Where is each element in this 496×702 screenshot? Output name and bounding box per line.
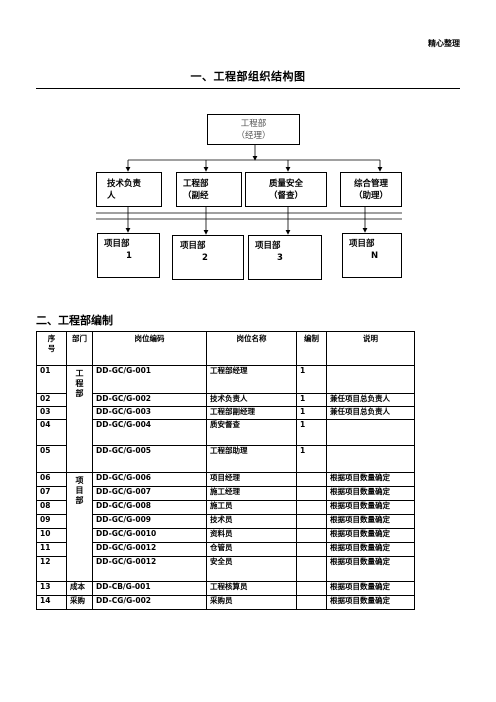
header-seq: 序号: [36, 331, 67, 366]
section-title-org-chart: 一、工程部组织结构图: [190, 70, 306, 83]
table-row: 01 工程部 DD-GC/G-001 工程部经理 1: [36, 365, 415, 473]
table-row: 06 项目部 DD-GC/G-006 项目经理 根据项目数量确定: [36, 472, 415, 582]
table-row: 03 DD-GC/G-003 工程部副经理 1 兼任项目总负责人: [36, 406, 415, 420]
org-box-project-3: 项目部 3: [248, 235, 322, 280]
org-box-project-1: 项目部 1: [97, 233, 160, 278]
section-title-staffing: 二、工程部编制: [36, 314, 113, 327]
org-chart-connectors: [96, 145, 402, 235]
dept-engineering: 工程部: [66, 365, 93, 473]
org-box-manager: 工程部 （经理）: [207, 114, 300, 145]
org-box-project-n: 项目部 N: [342, 233, 402, 278]
header-code: 岗位编码: [92, 331, 207, 366]
table-row: 11 DD-GC/G-0012 仓管员 根据项目数量确定: [36, 542, 415, 557]
header-note: 说明: [326, 331, 415, 366]
table-row: 02 DD-GC/G-002 技术负责人 1 兼任项目总负责人: [36, 393, 415, 407]
org-box-quality-safety: 质量安全 （督查）: [245, 172, 327, 207]
org-box-project-2: 项目部 2: [172, 235, 244, 280]
org-box-manager-title: 工程部: [240, 119, 267, 129]
header-name: 岗位名称: [206, 331, 297, 366]
table-row: 09 DD-GC/G-009 技术员 根据项目数量确定: [36, 514, 415, 529]
table-row: 07 DD-GC/G-007 施工经理 根据项目数量确定: [36, 486, 415, 501]
table-row: 04 DD-GC/G-004 质安督查 1: [36, 419, 415, 446]
table-row: 10 DD-GC/G-0010 资料员 根据项目数量确定: [36, 528, 415, 543]
header-label: 精心整理: [428, 39, 460, 48]
table-row: 14 采购 DD-CG/G-002 采购员 根据项目数量确定: [36, 595, 415, 610]
org-box-tech-lead: 技术负责 人: [96, 172, 162, 207]
org-box-manager-role: （经理）: [236, 131, 271, 141]
table-row: 12 DD-GC/G-0012 安全员 根据项目数量确定: [36, 556, 415, 582]
title-divider: [36, 88, 460, 89]
staffing-table: 序号 部门 岗位编码 岗位名称 编制 说明 01 工程部 DD-GC/G-001…: [36, 331, 415, 610]
org-box-deputy-manager: 工程部 （副经: [176, 172, 242, 207]
table-row: 08 DD-GC/G-008 施工员 根据项目数量确定: [36, 500, 415, 515]
table-header-row: 序号 部门 岗位编码 岗位名称 编制 说明: [36, 331, 415, 366]
table-row: 05 DD-GC/G-005 工程部助理 1: [36, 445, 415, 473]
header-dept: 部门: [66, 331, 93, 366]
org-box-admin: 综合管理 （助理）: [340, 172, 402, 207]
dept-project: 项目部: [66, 472, 93, 582]
table-row: 13 成本 DD-CB/G-001 工程核算员 根据项目数量确定: [36, 581, 415, 596]
header-count: 编制: [296, 331, 327, 366]
